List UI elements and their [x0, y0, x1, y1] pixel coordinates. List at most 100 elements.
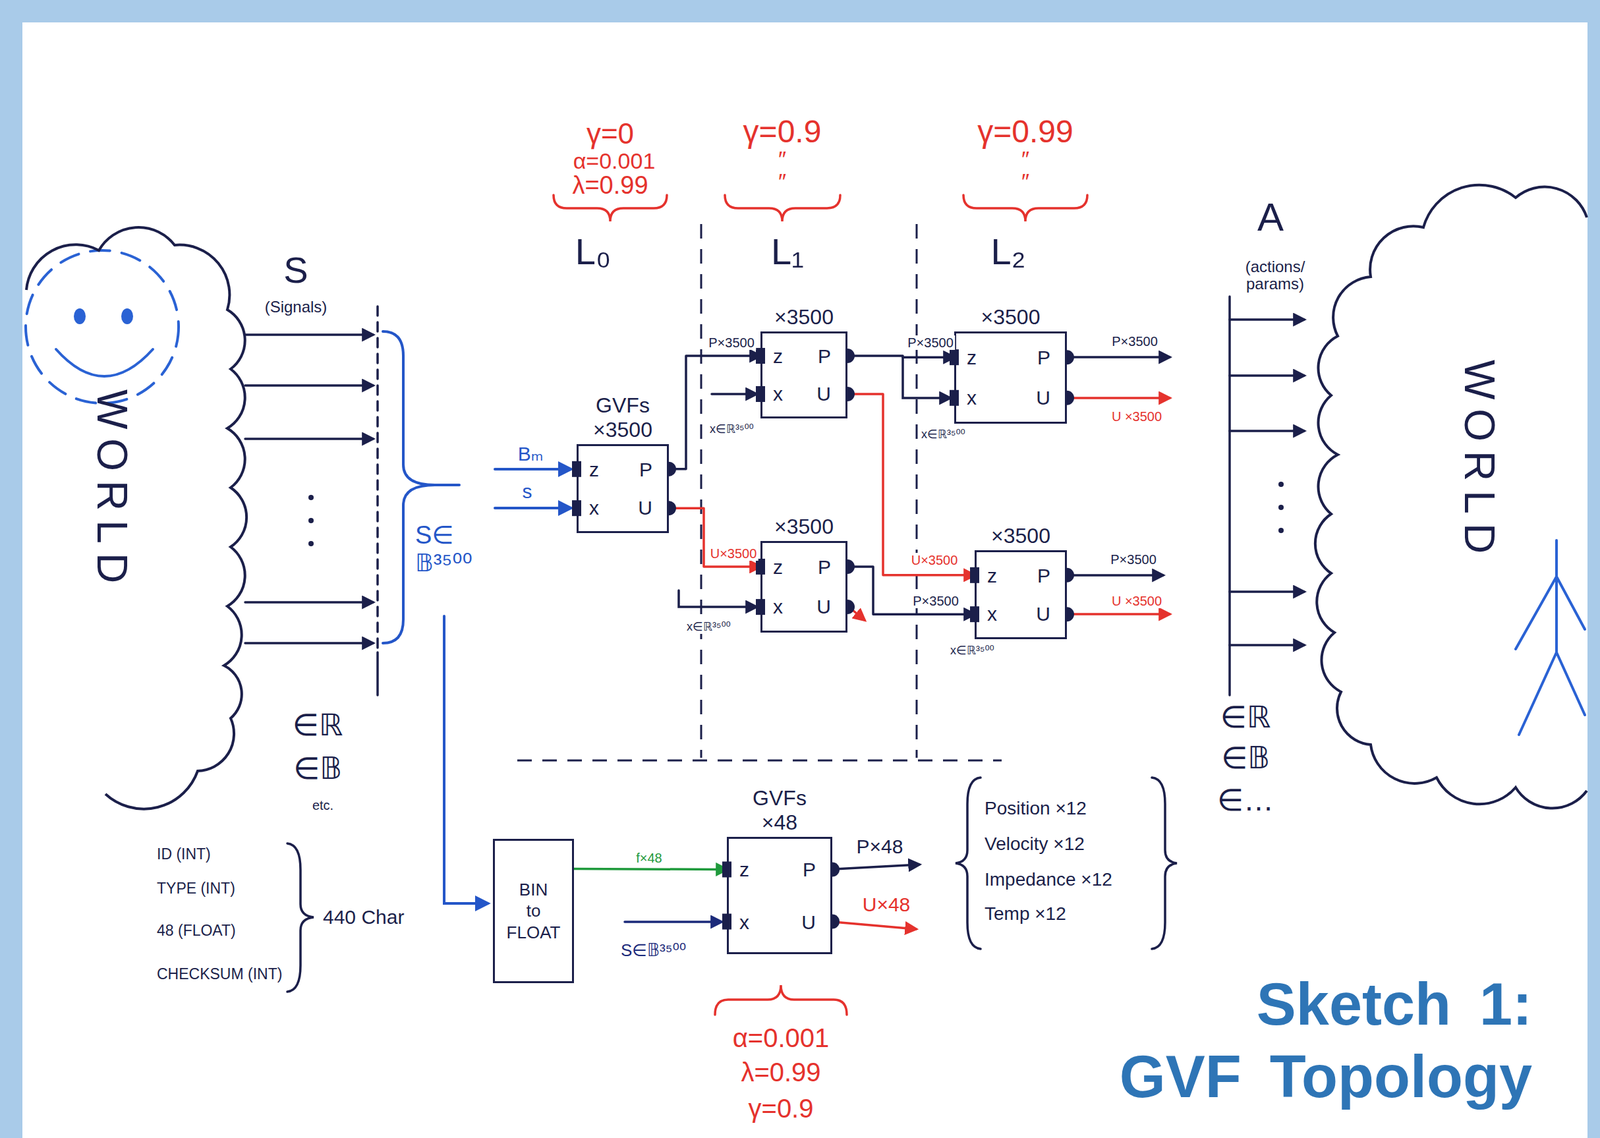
- input-arrows: [1068, 573, 1164, 577]
- connector-label: U×3500: [709, 546, 759, 561]
- port-name: z: [772, 556, 783, 578]
- gvf-box: GVFs ×48zPxU: [726, 836, 833, 955]
- gvf-box: ×3500zPxU: [974, 550, 1067, 640]
- signal-arrows: [245, 600, 373, 604]
- cloud-outline: [1315, 185, 1587, 809]
- input-dimension: x∈ℝ³⁵⁰⁰: [948, 644, 996, 658]
- port-name: P: [1037, 346, 1051, 369]
- input-port: [722, 861, 732, 878]
- action-arrows: [1229, 318, 1305, 321]
- packet-field: 48 (FLOAT): [155, 922, 238, 940]
- output-port: [832, 861, 840, 877]
- sensor-group: Position ×12: [983, 798, 1088, 820]
- layer-name: L₀: [573, 231, 613, 273]
- signal-connector: [573, 867, 727, 871]
- box-text: BIN to FLOAT: [504, 879, 564, 944]
- gvf-heading: ×3500: [981, 305, 1041, 330]
- signal-set-name: S: [282, 249, 310, 291]
- parameter-brace: [963, 195, 1088, 222]
- packet-field: CHECKSUM (INT): [155, 966, 284, 983]
- port-name: U: [1035, 602, 1051, 625]
- stick-figure: [1515, 540, 1585, 735]
- port-name: x: [772, 595, 783, 618]
- parameter-brace: [714, 985, 847, 1015]
- output-port: [847, 599, 855, 615]
- layer-separator: [700, 224, 703, 758]
- signal-bundle: [494, 467, 571, 471]
- connector-label: P×3500: [707, 335, 756, 350]
- input-arrows: [1068, 355, 1170, 359]
- input-port: [571, 461, 582, 478]
- port-name: x: [739, 911, 750, 934]
- input-arrows: [902, 357, 951, 399]
- port-name: x: [772, 382, 783, 405]
- port-name: x: [589, 496, 600, 519]
- layer-name: L₁: [769, 231, 806, 273]
- packet-field: TYPE (INT): [155, 880, 237, 897]
- input-arrows: [678, 357, 1170, 870]
- smiley-eye: [73, 308, 86, 325]
- cloud-outline: [22, 237, 267, 811]
- output-port: [668, 461, 677, 477]
- signal-arrows: [245, 384, 373, 387]
- output-port: [668, 500, 677, 516]
- output-name: P×3500: [1110, 334, 1160, 349]
- input-port: [755, 347, 766, 364]
- param-lambda: λ=0.99: [739, 1057, 822, 1087]
- converter-box: BIN to FLOAT: [492, 838, 574, 984]
- param-gamma: γ=0.9: [742, 114, 824, 150]
- port-grid: zPxU: [976, 552, 1065, 638]
- param-gamma: γ=0: [585, 117, 636, 150]
- ellipsis-dots: [308, 494, 314, 501]
- output-name: U×48: [861, 893, 913, 916]
- signal-connector: [668, 355, 761, 470]
- action-arrows: [1229, 590, 1305, 594]
- port-name: z: [772, 345, 783, 368]
- sensor-group: Temp ×12: [983, 904, 1068, 925]
- signal-arrows: [245, 333, 373, 337]
- signal-caption: (Signals): [263, 298, 329, 316]
- port-name: U: [1035, 386, 1051, 409]
- gvf-box: ×3500zPxU: [954, 331, 1067, 424]
- input-arrows: [624, 920, 722, 924]
- port-name: x: [987, 602, 998, 625]
- layer-separator: [517, 759, 1002, 762]
- input-dimension: x∈ℝ³⁵⁰⁰: [919, 428, 967, 442]
- param-gamma: γ=0.9: [747, 1093, 816, 1123]
- input-port: [949, 349, 959, 366]
- output-arrows: [833, 921, 916, 930]
- group-brace: [1151, 777, 1177, 949]
- action-caption: (actions/ params): [1230, 258, 1320, 294]
- ditto-mark: ″: [776, 169, 788, 194]
- gvf-heading: GVFs ×3500: [587, 393, 659, 443]
- port-name: x: [966, 386, 977, 409]
- ditto-mark: ″: [1020, 146, 1031, 172]
- input-name: s: [521, 480, 534, 503]
- layer-separator: [915, 224, 918, 758]
- smiley-mouth: [56, 349, 153, 377]
- action-arrows: [1229, 643, 1305, 647]
- output-port: [1066, 606, 1075, 622]
- world-cloud: WORLD: [1298, 184, 1588, 804]
- port-name: z: [589, 458, 600, 481]
- ellipsis-dots: [1278, 527, 1284, 534]
- gvf-heading: ×3500: [991, 523, 1051, 549]
- output-name: U ×3500: [1110, 409, 1164, 424]
- port-name: U: [816, 595, 831, 618]
- input-name: Bₘ: [516, 442, 545, 465]
- smiley-face: [25, 250, 179, 404]
- smiley-face: [25, 250, 179, 404]
- output-arrows: [1068, 396, 1170, 400]
- input-port: [571, 500, 582, 516]
- action-arrows: [1228, 296, 1231, 696]
- signal-arrows: [245, 437, 373, 441]
- connector-label: P×3500: [906, 335, 955, 350]
- input-dimension: x∈ℝ³⁵⁰⁰: [708, 423, 756, 437]
- signal-bundle: [382, 331, 460, 644]
- signal-bundle: [444, 616, 488, 904]
- action-type: ∈𝔹: [1219, 741, 1272, 775]
- input-arrows: [624, 920, 722, 924]
- signal-arrows: [376, 652, 379, 696]
- signal-arrows: [376, 306, 379, 653]
